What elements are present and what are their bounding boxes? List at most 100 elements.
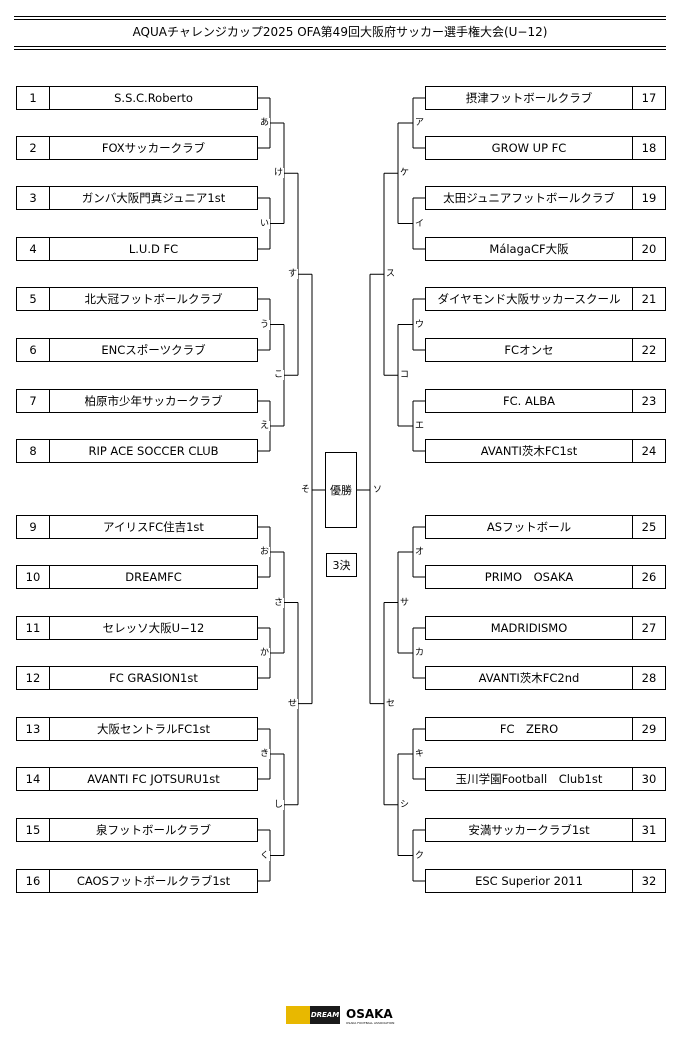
team-row: 安満サッカークラブ1st 31 (425, 818, 666, 842)
match-label: お (259, 547, 271, 557)
top-rule-2 (14, 19, 666, 20)
title-rule-2 (14, 49, 666, 50)
team-number: 31 (632, 819, 665, 841)
team-name: 安満サッカークラブ1st (468, 823, 590, 837)
jfa-logo: DREAM (286, 1006, 340, 1024)
team-number: 8 (17, 440, 50, 462)
match-label: ケ (399, 168, 411, 179)
team-row: 16 CAOSフットボールクラブ1st (16, 869, 258, 893)
team-row: 玉川学園Football Club1st 30 (425, 767, 666, 791)
match-label: し (273, 799, 285, 810)
match-label: そ (300, 485, 312, 495)
team-number: 16 (17, 870, 50, 892)
match-label: ソ (372, 485, 384, 495)
match-label: セ (385, 698, 397, 709)
team-number: 10 (17, 566, 50, 588)
team-number: 3 (17, 187, 50, 209)
match-label: あ (259, 118, 271, 128)
team-name: FC. ALBA (503, 394, 555, 408)
match-label: え (259, 421, 271, 431)
match-label: オ (414, 547, 426, 557)
match-label: エ (414, 421, 426, 431)
team-name: MADRIDISMO (490, 621, 568, 635)
team-number: 23 (632, 390, 665, 412)
match-label: シ (399, 799, 411, 810)
top-rule (14, 16, 666, 17)
match-label: せ (287, 698, 299, 709)
team-number: 2 (17, 137, 50, 159)
team-name: ガンバ大阪門真ジュニア1st (81, 191, 226, 205)
jfa-emblem-icon (286, 1006, 310, 1024)
team-row: FC. ALBA 23 (425, 389, 666, 413)
match-label: う (259, 319, 271, 330)
team-name: 玉川学園Football Club1st (455, 772, 603, 786)
team-name: アイリスFC住吉1st (103, 520, 204, 534)
team-name: ダイヤモンド大阪サッカースクール (437, 292, 621, 306)
team-number: 6 (17, 339, 50, 361)
team-number: 9 (17, 516, 50, 538)
team-number: 29 (632, 718, 665, 740)
match-label: こ (273, 370, 285, 381)
team-name: セレッソ大阪U−12 (102, 621, 205, 635)
team-row: 3 ガンバ大阪門真ジュニア1st (16, 186, 258, 210)
team-name: FOXサッカークラブ (101, 141, 206, 155)
team-row: 8 RIP ACE SOCCER CLUB (16, 439, 258, 463)
jfa-logo-text: DREAM (310, 1011, 340, 1019)
team-name: DREAMFC (125, 570, 182, 584)
team-name: FC GRASION1st (109, 671, 198, 685)
match-label: さ (273, 597, 285, 608)
title-rule (14, 46, 666, 47)
team-number: 12 (17, 667, 50, 689)
team-name: 摂津フットボールクラブ (465, 91, 593, 105)
final-box: 優勝 (325, 452, 357, 528)
team-number: 7 (17, 390, 50, 412)
match-label: ウ (414, 319, 426, 330)
team-number: 15 (17, 819, 50, 841)
team-number: 22 (632, 339, 665, 361)
osaka-logo-text: OSAKA (346, 1007, 393, 1021)
team-row: 2 FOXサッカークラブ (16, 136, 258, 160)
team-number: 24 (632, 440, 665, 462)
team-number: 26 (632, 566, 665, 588)
team-row: FCオンセ 22 (425, 338, 666, 362)
team-number: 17 (632, 87, 665, 109)
team-name: FCオンセ (504, 343, 554, 357)
team-number: 13 (17, 718, 50, 740)
match-label: く (259, 850, 271, 861)
team-number: 18 (632, 137, 665, 159)
team-number: 30 (632, 768, 665, 790)
match-label: か (259, 648, 271, 658)
match-label: け (273, 168, 285, 179)
team-row: 6 ENCスポーツクラブ (16, 338, 258, 362)
team-name: 太田ジュニアフットボールクラブ (443, 191, 615, 205)
team-number: 32 (632, 870, 665, 892)
team-row: 10 DREAMFC (16, 565, 258, 589)
match-label: ス (385, 269, 397, 280)
team-row: 9 アイリスFC住吉1st (16, 515, 258, 539)
team-row: 摂津フットボールクラブ 17 (425, 86, 666, 110)
team-number: 20 (632, 238, 665, 260)
team-name: CAOSフットボールクラブ1st (76, 874, 231, 888)
team-number: 4 (17, 238, 50, 260)
team-name: RIP ACE SOCCER CLUB (88, 444, 219, 458)
match-label: キ (414, 749, 426, 759)
match-label: ク (414, 850, 426, 861)
team-number: 11 (17, 617, 50, 639)
team-name: S.S.C.Roberto (114, 91, 193, 105)
team-name: AVANTI茨木FC2nd (478, 671, 580, 685)
osaka-logo-subtext: OSAKA FOOTBALL ASSOCIATION (346, 1021, 395, 1025)
team-name: 大阪セントラルFC1st (97, 722, 210, 736)
team-name: ENCスポーツクラブ (101, 343, 206, 357)
team-name: ASフットボール (486, 520, 572, 534)
match-label: い (259, 218, 271, 229)
